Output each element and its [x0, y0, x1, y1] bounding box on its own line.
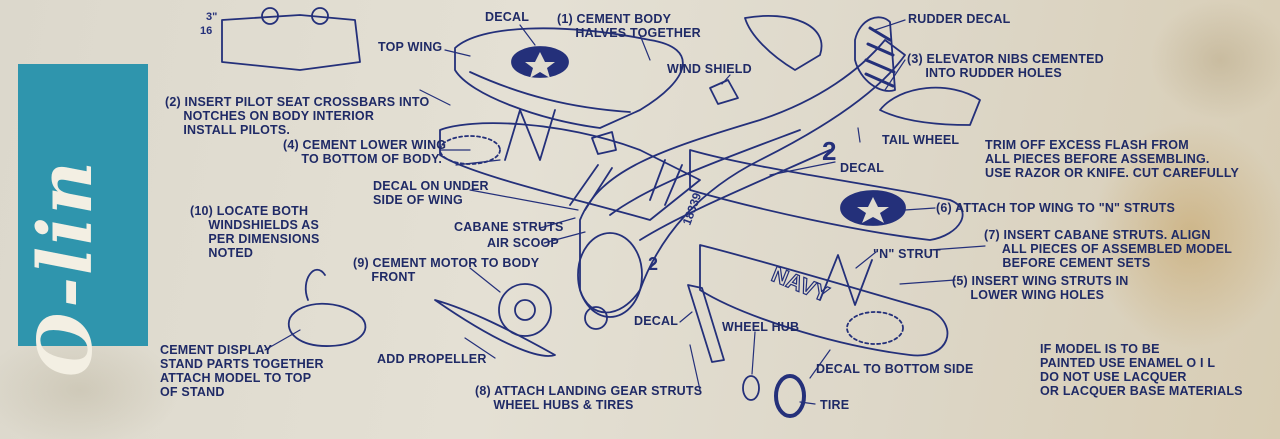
top-wing-right	[689, 149, 964, 241]
label-decal-top: DECAL	[485, 10, 530, 24]
label-wheel-hub: WHEEL HUB	[722, 320, 800, 334]
stain	[1090, 120, 1280, 350]
motor	[498, 283, 552, 337]
elevator-right	[879, 86, 981, 126]
lower-wing-right	[699, 244, 949, 357]
label-wind-shield: WIND SHIELD	[667, 62, 752, 76]
label-stand: CEMENT DISPLAY STAND PARTS TOGETHER ATTA…	[160, 343, 324, 399]
label-step9: (9) CEMENT MOTOR TO BODY FRONT	[353, 256, 540, 284]
n-strut-right	[819, 254, 873, 306]
label-step5: (5) INSERT WING STRUTS IN LOWER WING HOL…	[952, 274, 1129, 302]
rudder	[854, 16, 896, 92]
windshield-2	[591, 131, 617, 155]
dim-top: 3"	[206, 11, 217, 23]
label-decal-low: DECAL	[634, 314, 679, 328]
fuselage-number: 2	[822, 136, 836, 166]
n-strut-left	[504, 109, 556, 161]
engine-cowl	[577, 232, 643, 318]
label-n-strut: "N" STRUT	[873, 247, 941, 261]
display-stand	[287, 302, 367, 347]
label-rudder-decal: RUDDER DECAL	[908, 12, 1011, 26]
cabane-struts	[569, 159, 683, 211]
windshield	[709, 79, 739, 105]
label-step6: (6) ATTACH TOP WING TO "N" STRUTS	[936, 201, 1176, 215]
label-step10: (10) LOCATE BOTH WINDSHIELDS AS PER DIME…	[190, 204, 320, 260]
label-cabane: CABANE STRUTS	[454, 220, 564, 234]
cowl-number: 2	[648, 254, 658, 274]
tire-part	[774, 374, 806, 418]
label-step8: (8) ATTACH LANDING GEAR STRUTS WHEEL HUB…	[475, 384, 703, 412]
label-top-wing: TOP WING	[378, 40, 443, 54]
label-decal-bottom-side: DECAL TO BOTTOM SIDE	[816, 362, 974, 376]
label-step4: (4) CEMENT LOWER WING TO BOTTOM OF BODY.	[283, 138, 447, 166]
label-decal-mid: DECAL	[840, 161, 885, 175]
label-paint-note: IF MODEL IS TO BE PAINTED USE ENAMEL O I…	[1040, 342, 1243, 398]
leader-lines	[264, 19, 986, 405]
logo-box: O-lin	[18, 64, 148, 377]
label-step1: (1) CEMENT BODY HALVES TOGETHER	[557, 12, 701, 40]
dim-bottom: 16	[200, 25, 212, 37]
label-step2: (2) INSERT PILOT SEAT CROSSBARS INTO NOT…	[165, 95, 430, 137]
landing-gear	[687, 284, 725, 363]
label-air-scoop: AIR SCOOP	[487, 236, 559, 250]
label-add-propeller: ADD PROPELLER	[377, 352, 487, 366]
wheel-hub	[742, 375, 760, 401]
top-wing	[454, 27, 684, 129]
wheel	[584, 306, 608, 330]
propeller	[434, 299, 556, 357]
insignia-dashed-bottom	[846, 311, 904, 345]
label-step3: (3) ELEVATOR NIBS CEMENTED INTO RUDDER H…	[907, 52, 1104, 80]
elevator-left	[744, 14, 823, 71]
label-trim-note: TRIM OFF EXCESS FLASH FROM ALL PIECES BE…	[985, 138, 1240, 180]
stain	[1150, 0, 1280, 120]
fuselage	[579, 39, 906, 314]
lower-wing	[439, 122, 701, 221]
label-tail-wheel: TAIL WHEEL	[882, 133, 960, 147]
label-decal-under: DECAL ON UNDER SIDE OF WING	[373, 179, 489, 207]
label-step7: (7) INSERT CABANE STRUTS. ALIGN ALL PIEC…	[984, 228, 1233, 270]
wing-marking: NAVY	[768, 261, 833, 307]
stain	[0, 330, 180, 439]
pilots	[221, 14, 361, 71]
label-tire: TIRE	[820, 398, 850, 412]
